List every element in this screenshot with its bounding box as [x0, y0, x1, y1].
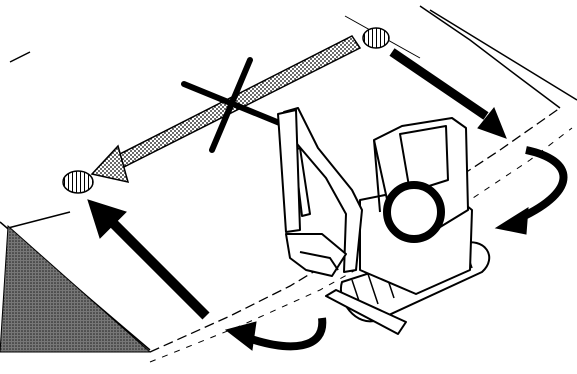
cross-mark-icon [184, 60, 282, 150]
recommended-path-arrows [88, 52, 564, 350]
waypoint-top-right [363, 28, 389, 48]
arrow-along-road [392, 52, 486, 116]
excavator-arm [278, 110, 300, 232]
arrow-turn-bottom [248, 318, 322, 346]
circle-mark-icon [387, 185, 441, 239]
excavator [278, 108, 489, 334]
arrow-turn-right-head [496, 208, 528, 234]
arrow-up-slope [108, 218, 206, 316]
waypoint-left [63, 171, 93, 193]
road-edge-upper [420, 6, 560, 108]
slope-shading [0, 226, 150, 352]
hill-edge-top [0, 0, 577, 100]
plateau-edge-left [8, 212, 70, 228]
arrow-turn-right [520, 150, 564, 218]
arrow-turn-bottom-head [226, 322, 256, 350]
